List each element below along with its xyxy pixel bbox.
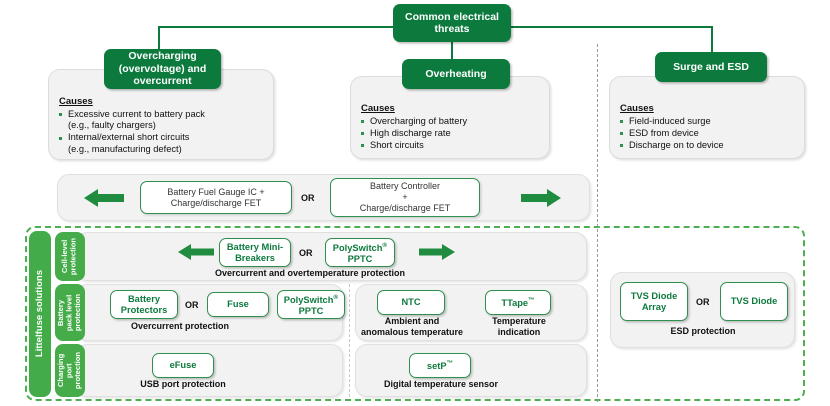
root-node-common-electrical-threats[interactable]: Common electrical threats — [393, 4, 511, 42]
threat-node-label: Overheating — [425, 67, 487, 80]
causes-list-surge-esd: Field-induced surge ESD from device Disc… — [620, 116, 796, 151]
cause-item: Excessive current to battery pack (e.g.,… — [59, 109, 265, 132]
product-label: Battery Fuel Gauge IC + Charge/discharge… — [167, 186, 265, 208]
arrow-right-cell-level — [419, 244, 455, 260]
caption-overcurrent-protection: Overcurrent protection — [130, 321, 230, 331]
product-battery-controller[interactable]: Battery Controller + Charge/discharge FE… — [330, 178, 480, 217]
product-label: PolySwitch®PPTC — [283, 293, 339, 317]
cause-item: Overcharging of battery — [361, 116, 541, 127]
product-label: Fuse — [227, 299, 249, 309]
product-label: eFuse — [169, 360, 197, 370]
or-label-cell-level: OR — [299, 248, 313, 258]
caption-esd-protection: ESD protection — [670, 326, 736, 336]
littelfuse-solutions-tab: Littelfuse solutions — [29, 231, 51, 397]
product-fuse[interactable]: Fuse — [207, 292, 269, 317]
cause-item: Short circuits — [361, 140, 541, 151]
caption-usb-port-protection: USB port protection — [140, 379, 226, 389]
product-label: PolySwitch®PPTC — [332, 241, 388, 265]
product-label: Battery Controller + Charge/discharge FE… — [359, 181, 451, 213]
caption-overcurrent-overtemperature: Overcurrent and overtemperature protecti… — [214, 268, 406, 278]
causes-heading-overheating: Causes — [361, 103, 395, 114]
product-label: NTC — [401, 297, 421, 307]
connector-drop-middle — [451, 26, 453, 59]
causes-list-overheating: Overcharging of battery High discharge r… — [361, 116, 541, 151]
product-setp[interactable]: setP™ — [409, 353, 471, 378]
product-label: TVS Diode Array — [630, 290, 678, 312]
product-efuse[interactable]: eFuse — [152, 353, 214, 378]
arrow-left-cell-level — [178, 244, 214, 260]
cause-item: Field-induced surge — [620, 116, 796, 127]
threat-node-overheating[interactable]: Overheating — [402, 59, 510, 89]
product-ntc[interactable]: NTC — [377, 290, 445, 315]
or-label-control-row: OR — [301, 193, 315, 203]
threat-node-label: Overcharging (overvoltage) and overcurre… — [118, 50, 207, 88]
caption-digital-temperature-sensor: Digital temperature sensor — [383, 379, 499, 389]
product-label: TVS Diode — [730, 296, 778, 306]
product-tvs-diode-array[interactable]: TVS Diode Array — [620, 282, 688, 321]
causes-heading-overcharging: Causes — [59, 96, 93, 107]
control-row-panel — [57, 174, 590, 221]
cause-item: Discharge on to device — [620, 140, 796, 151]
caption-ambient-anomalous-temperature: Ambient and anomalous temperature — [360, 316, 464, 337]
littelfuse-solutions-label: Littelfuse solutions — [33, 270, 45, 358]
inner-column-separator — [349, 284, 350, 397]
or-label-esd: OR — [696, 297, 710, 307]
product-battery-mini-breakers[interactable]: Battery Mini- Breakers — [219, 238, 291, 267]
row-tab-battery-pack-level: Battery pack level protection — [55, 284, 85, 341]
littelfuse-solutions-boundary — [25, 226, 805, 401]
product-battery-protectors[interactable]: Battery Protectors — [110, 290, 178, 319]
product-label: Battery Protectors — [120, 293, 168, 315]
causes-heading-surge-esd: Causes — [620, 103, 654, 114]
product-polyswitch-pptc-cell[interactable]: PolySwitch®PPTC — [325, 238, 395, 267]
product-polyswitch-pptc-pack[interactable]: PolySwitch®PPTC — [277, 290, 345, 319]
arrow-right-control — [521, 189, 561, 207]
arrow-left-control — [84, 189, 124, 207]
product-tvs-diode[interactable]: TVS Diode — [720, 282, 788, 321]
threat-node-label: Surge and ESD — [673, 60, 749, 73]
connector-drop-right — [711, 26, 713, 52]
cause-item: ESD from device — [620, 128, 796, 139]
cause-card-overheating: Causes Overcharging of battery High disc… — [350, 76, 550, 159]
caption-temperature-indication: Temperature indication — [492, 316, 546, 337]
product-label: Battery Mini- Breakers — [226, 241, 284, 263]
product-ttape[interactable]: TTape™ — [485, 290, 551, 315]
row-panel-charging-port-digital-temp — [355, 344, 587, 397]
row-tab-cell-level: Cell-level protection — [55, 232, 85, 281]
or-label-battery-pack: OR — [185, 300, 199, 310]
row-tab-label: Cell-level protection — [60, 237, 78, 276]
cause-item: High discharge rate — [361, 128, 541, 139]
column-separator-esd — [597, 44, 598, 402]
root-node-label: Common electrical threats — [405, 10, 499, 36]
row-tab-charging-port: Charging port protection — [55, 344, 85, 397]
row-tab-label: Charging port protection — [56, 351, 83, 390]
cause-item: Internal/external short circuits (e.g., … — [59, 132, 265, 155]
connector-drop-left — [158, 26, 160, 49]
product-label: TTape™ — [501, 297, 535, 309]
causes-list-overcharging: Excessive current to battery pack (e.g.,… — [59, 109, 265, 155]
threat-node-overcharging[interactable]: Overcharging (overvoltage) and overcurre… — [104, 49, 221, 89]
product-label: setP™ — [426, 360, 454, 372]
row-tab-label: Battery pack level protection — [56, 293, 83, 332]
threat-node-surge-esd[interactable]: Surge and ESD — [655, 52, 767, 82]
cause-card-surge-esd: Causes Field-induced surge ESD from devi… — [609, 76, 805, 159]
product-battery-fuel-gauge[interactable]: Battery Fuel Gauge IC + Charge/discharge… — [140, 181, 292, 214]
